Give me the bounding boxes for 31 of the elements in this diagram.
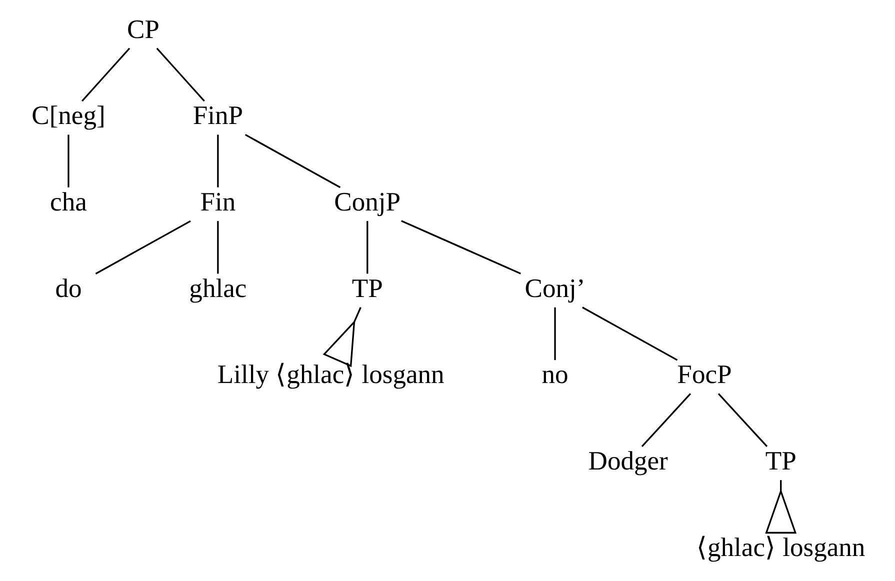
node-text: Dodger — [588, 446, 668, 476]
connector — [81, 48, 130, 102]
node-text: FinP — [192, 100, 244, 130]
connector — [718, 393, 768, 447]
node-text: Fin — [200, 186, 236, 216]
connector — [217, 221, 219, 274]
node-text: C[neg] — [32, 100, 106, 130]
node-text: ghlac — [189, 272, 247, 303]
connector — [582, 306, 678, 361]
node-text: no — [542, 359, 568, 390]
connector — [217, 134, 219, 188]
connector — [765, 480, 797, 534]
node-text: TP — [352, 272, 383, 303]
node-text: CP — [126, 14, 160, 44]
connector — [641, 393, 692, 447]
node-text: ConjP — [334, 186, 401, 216]
node-text: FocP — [677, 359, 732, 390]
connector — [401, 220, 521, 274]
node-text: ⟨ghlac⟩ losgann — [696, 532, 866, 562]
connector — [366, 221, 368, 274]
node-text: TP — [765, 446, 796, 476]
connector — [554, 307, 556, 360]
connector — [244, 134, 341, 188]
connector — [156, 48, 205, 102]
node-text: Lilly ⟨ghlac⟩ losgann — [217, 359, 444, 390]
connector — [95, 220, 191, 274]
node-text: do — [55, 272, 82, 303]
node-text: Conj’ — [524, 272, 586, 303]
connector — [322, 307, 362, 368]
connector — [68, 134, 70, 188]
node-text: cha — [50, 186, 87, 216]
